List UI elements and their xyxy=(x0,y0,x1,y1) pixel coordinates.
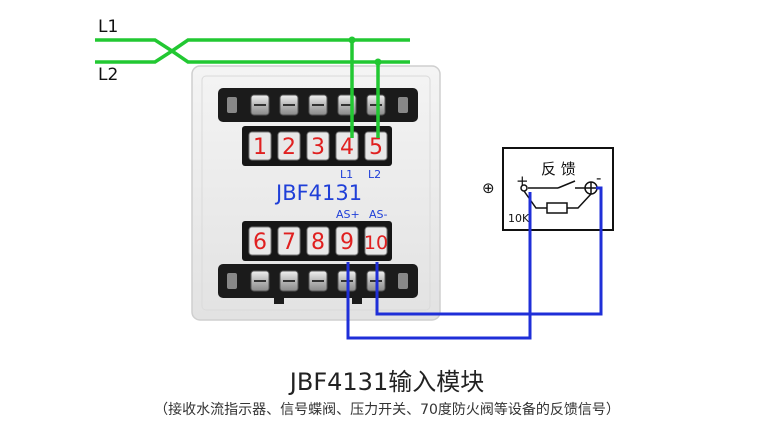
terminal-number: 4 xyxy=(340,135,354,160)
caption-title: JBF4131输入模块 xyxy=(289,368,485,396)
terminal-4: 4 xyxy=(335,131,359,161)
screw-head xyxy=(250,270,270,292)
terminal-9: 9 xyxy=(335,226,359,256)
ground-symbol: ⊕ xyxy=(482,179,495,197)
terminal-8: 8 xyxy=(306,226,330,256)
screw-head xyxy=(366,94,386,116)
resistor-label: 10K xyxy=(508,212,530,225)
terminal-number: 10 xyxy=(364,232,388,254)
terminal-number: 5 xyxy=(369,135,383,160)
screw-head xyxy=(279,94,299,116)
terminal-number: 8 xyxy=(311,230,325,255)
terminal-label-as-plus: AS+ xyxy=(336,208,360,221)
terminal-5: 5 xyxy=(364,131,388,161)
terminal-7: 7 xyxy=(277,226,301,256)
mount-feet xyxy=(274,298,362,304)
feedback-title: 反 馈 xyxy=(541,160,576,178)
terminal-2: 2 xyxy=(277,131,301,161)
terminal-1: 1 xyxy=(248,131,272,161)
screw-head xyxy=(279,270,299,292)
feedback-minus: - xyxy=(596,169,601,187)
terminal-number: 3 xyxy=(311,135,325,160)
bus-junctions xyxy=(348,36,382,66)
bottom-screws xyxy=(250,270,386,292)
terminal-10: 10 xyxy=(364,226,388,256)
terminal-number: 6 xyxy=(253,230,267,255)
terminal-6: 6 xyxy=(248,226,272,256)
as-wires xyxy=(346,186,603,340)
screw-head xyxy=(308,94,328,116)
terminal-number: 9 xyxy=(340,230,354,255)
line-l2-label: L2 xyxy=(98,65,118,85)
terminal-3: 3 xyxy=(306,131,330,161)
module-model-label: JBF4131 xyxy=(274,181,362,205)
terminal-number: 1 xyxy=(253,135,267,160)
terminal-number: 7 xyxy=(282,230,296,255)
caption-subtitle: （接收水流指示器、信号蝶阀、压力开关、70度防火阀等设备的反馈信号） xyxy=(154,402,620,418)
terminal-label-l1: L1 xyxy=(340,168,353,181)
terminal-label-l2: L2 xyxy=(368,168,381,181)
screw-head xyxy=(250,94,270,116)
l1-l2-bus xyxy=(95,38,410,138)
line-l1-label: L1 xyxy=(98,17,118,37)
screw-head xyxy=(308,270,328,292)
terminal-number: 2 xyxy=(282,135,296,160)
terminal-label-as-minus: AS- xyxy=(369,208,388,221)
